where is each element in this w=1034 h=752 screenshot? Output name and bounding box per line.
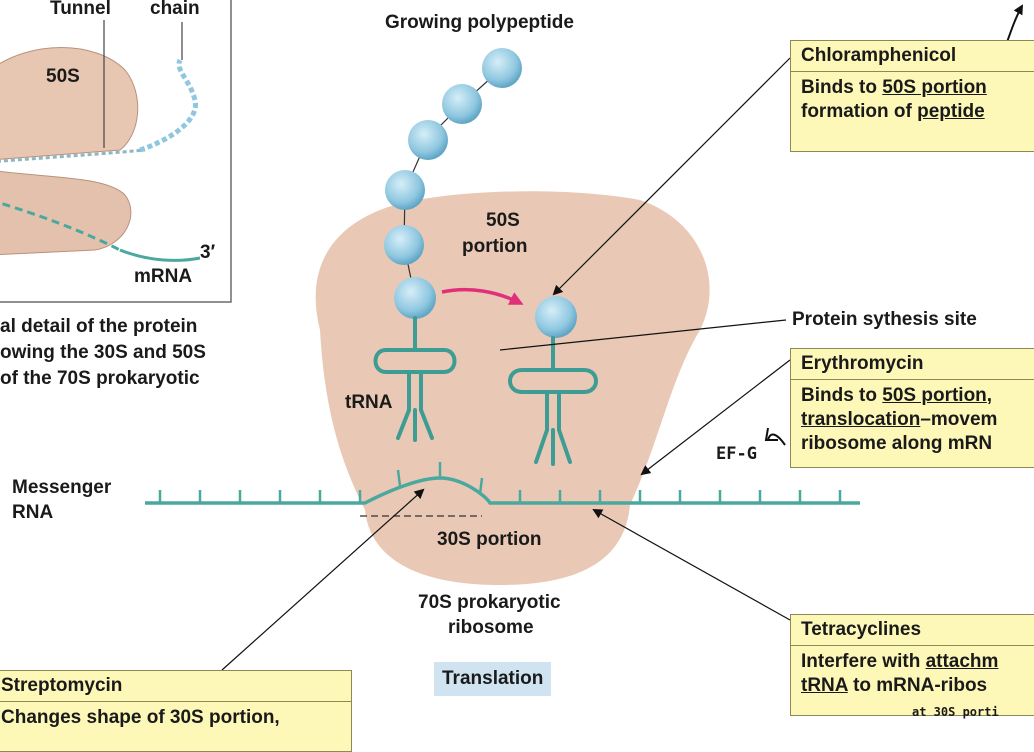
handwritten-at-30s: at 30S porti bbox=[912, 705, 999, 719]
inset-mrna-solid bbox=[119, 248, 201, 262]
inset-panel bbox=[0, 0, 232, 303]
handwritten-arrow-efg bbox=[767, 433, 786, 446]
tetracyclines-header: Tetracyclines bbox=[791, 615, 1034, 646]
protein-site-pointer bbox=[499, 319, 787, 351]
trna-left bbox=[373, 316, 457, 442]
peptide-transfer-arrow bbox=[441, 287, 524, 305]
inset-bead-chain bbox=[139, 58, 198, 153]
inset-caption-line-1: al detail of the protein bbox=[0, 316, 198, 337]
streptomycin-box: Streptomycin Changes shape of 30S portio… bbox=[0, 670, 352, 752]
tetracyclines-pointer bbox=[592, 509, 791, 621]
diagram-canvas bbox=[0, 0, 1023, 671]
streptomycin-body: Changes shape of 30S portion, bbox=[1, 707, 280, 728]
chloramphenicol-header: Chloramphenicol bbox=[791, 41, 1034, 72]
protein-synthesis-site-label: Protein sythesis site bbox=[792, 309, 977, 330]
handwritten-ef-g: EF-G bbox=[716, 444, 757, 464]
inset-caption-line-2: owing the 30S and 50S bbox=[0, 342, 206, 363]
mrna-strand bbox=[145, 462, 860, 505]
incoming-amino-acid bbox=[535, 296, 577, 338]
ribosome-label-line2: ribosome bbox=[448, 617, 534, 638]
erythromycin-box: Erythromycin Binds to 50S portion, trans… bbox=[790, 348, 1034, 468]
messenger-rna-label-line1: Messenger bbox=[12, 477, 112, 498]
erythromycin-pointer bbox=[640, 359, 791, 476]
ribosome-label-line1: 70S prokaryotic bbox=[418, 592, 561, 613]
polypeptide-chain bbox=[384, 48, 522, 319]
trna-right bbox=[508, 336, 598, 466]
inset-chain-label: chain bbox=[150, 0, 200, 19]
messenger-rna-label-line2: RNA bbox=[12, 502, 54, 523]
inset-mrna-label: mRNA bbox=[134, 266, 193, 287]
trna-label: tRNA bbox=[345, 392, 393, 413]
thirty-s-label: 30S portion bbox=[437, 529, 542, 550]
inset-mrna-dashed bbox=[0, 201, 121, 252]
translation-label: Translation bbox=[434, 662, 552, 696]
inset-caption-line-3: of the 70S prokaryotic bbox=[0, 368, 200, 389]
growing-polypeptide-label: Growing polypeptide bbox=[385, 12, 574, 33]
chloramphenicol-box: Chloramphenicol Binds to 50S portion for… bbox=[790, 40, 1034, 152]
inset-30s-subunit bbox=[0, 170, 132, 256]
fifty-s-label-line1: 50S bbox=[486, 210, 520, 231]
tetracyclines-box: Tetracyclines Interfere with attachm tRN… bbox=[790, 614, 1034, 716]
inset-3prime-label: 3′ bbox=[200, 242, 216, 263]
erythromycin-header: Erythromycin bbox=[791, 349, 1034, 380]
streptomycin-pointer bbox=[221, 488, 425, 671]
streptomycin-header: Streptomycin bbox=[0, 671, 351, 702]
fifty-s-label-line2: portion bbox=[462, 236, 528, 257]
inset-50s-subunit bbox=[0, 47, 139, 160]
inset-50s-label: 50S bbox=[46, 66, 80, 87]
chloramphenicol-pointer bbox=[552, 57, 791, 296]
inset-tunnel-label: Tunnel bbox=[50, 0, 111, 19]
chloramphenicol-peptide-link: peptide bbox=[917, 101, 985, 122]
inset-tunnel bbox=[0, 148, 146, 163]
chloramphenicol-50s-link: 50S portion bbox=[882, 77, 987, 98]
